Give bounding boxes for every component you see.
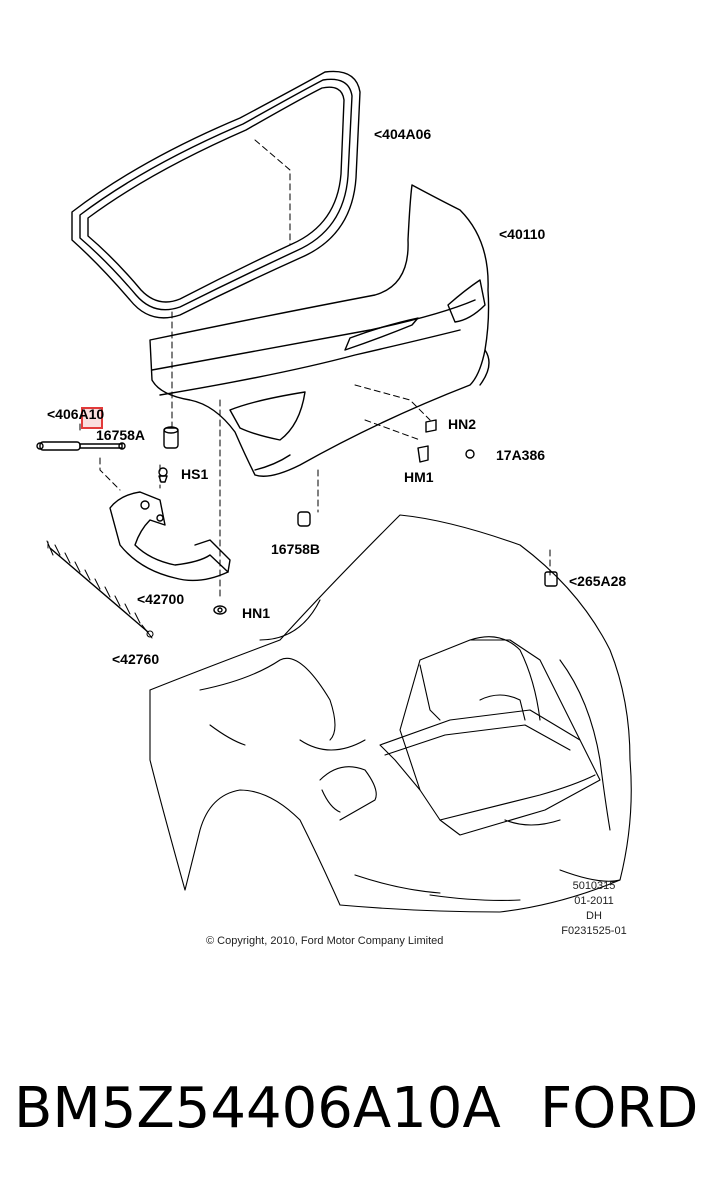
label-HM1: HM1 [404, 469, 434, 485]
label-16758A: 16758A [96, 427, 146, 443]
fastener-HS1 [158, 467, 168, 483]
meta-code: 5010315 [572, 880, 616, 892]
bumper-265A28 [544, 571, 558, 587]
fastener-HM1 [417, 445, 429, 463]
fastener-HN1 [213, 605, 227, 615]
meta-figure: F0231525-01 [561, 925, 627, 937]
vehicle-body-outline [149, 514, 632, 913]
label-17A386: 17A386 [496, 447, 546, 463]
illustration-metadata: 5010315 01-2011 DH F0231525-01 [556, 879, 632, 939]
bumper-16758A [163, 426, 179, 449]
label-404A06: <404A06 [374, 126, 432, 142]
label-406A10: <406A10 [47, 406, 105, 422]
label-HN2: HN2 [448, 416, 477, 432]
brand-name: FORD [540, 1076, 699, 1141]
torsion-spring [46, 540, 154, 639]
label-HN1: HN1 [242, 605, 271, 621]
highlight-marker [81, 407, 103, 429]
label-42760: <42760 [112, 651, 160, 667]
gas-strut [36, 441, 126, 451]
weatherstrip-seal [71, 70, 361, 319]
label-16758B: 16758B [271, 541, 321, 557]
copyright-notice: © Copyright, 2010, Ford Motor Company Li… [206, 935, 444, 947]
part-number: BM5Z54406A10A [14, 1076, 501, 1141]
label-40110: <40110 [499, 226, 546, 242]
hinge-assembly [109, 491, 231, 582]
bumper-16758B [297, 511, 311, 527]
fastener-17A386 [465, 449, 475, 459]
label-265A28: <265A28 [569, 573, 627, 589]
fastener-HN2 [425, 419, 437, 433]
meta-initials: DH [586, 910, 602, 922]
exploded-parts-diagram [36, 70, 632, 913]
label-42700: <42700 [137, 591, 185, 607]
meta-date: 01-2011 [574, 895, 614, 907]
label-HS1: HS1 [181, 466, 209, 482]
decklid-panel [149, 184, 490, 477]
